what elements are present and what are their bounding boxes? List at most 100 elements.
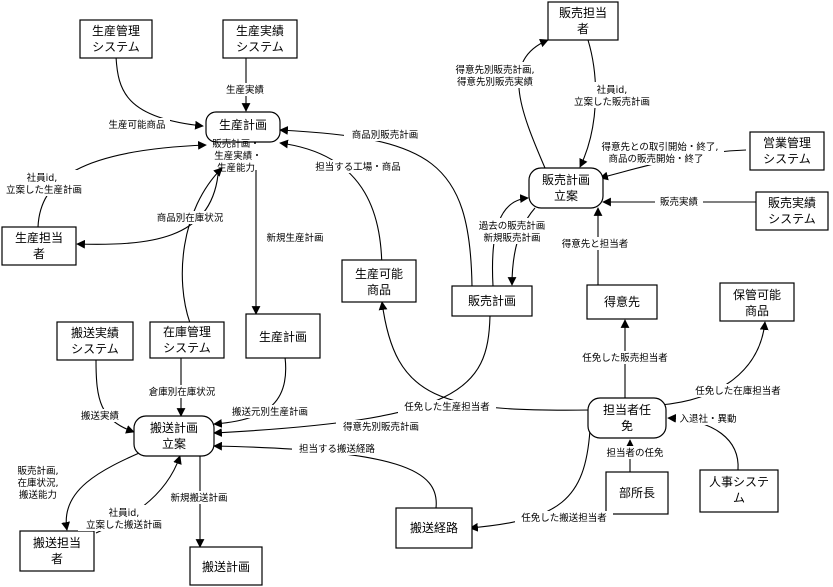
edge-hanbai-zaiko-nouryoku <box>61 449 147 531</box>
label-tantou-keiro: 担当する搬送経路 <box>292 442 382 455</box>
svg-text:社員id,: 社員id, <box>597 84 628 96</box>
label-shinki-hansou: 新規搬送計画 <box>164 491 234 504</box>
svg-text:生産実績: 生産実績 <box>236 23 284 38</box>
svg-text:販売実績: 販売実績 <box>660 196 699 208</box>
label-hanbai-zaiko-nouryoku: 販売計画, 在庫状況, 搬送能力 <box>10 463 66 501</box>
edge-tantou-keiro <box>213 441 437 509</box>
node-tantousha-ninmen-process: 担当者任 免 <box>587 397 667 439</box>
svg-text:社員id,: 社員id, <box>109 507 140 519</box>
node-hanbai-jisseki-system: 販売実績 システム <box>755 191 829 231</box>
svg-text:得意先との取引開始・終了,: 得意先との取引開始・終了, <box>602 141 719 153</box>
node-hansou-keiro-store: 搬送経路 <box>395 507 473 549</box>
node-jinji-system: 人事システ ム <box>699 469 779 513</box>
svg-text:生産担当: 生産担当 <box>15 230 63 245</box>
node-tokuisaki-store: 得意先 <box>586 284 658 320</box>
label-ninmei-hanbai: 任免した販売担当者 <box>578 351 672 364</box>
svg-text:担当者の任免: 担当者の任免 <box>606 447 664 459</box>
svg-text:任免した販売担当者: 任免した販売担当者 <box>582 352 668 364</box>
edge-hansou-jisseki <box>95 359 135 434</box>
svg-text:システム: システム <box>92 40 140 54</box>
svg-text:担当する工場・商品: 担当する工場・商品 <box>315 161 401 173</box>
svg-text:商品別販売計画: 商品別販売計画 <box>352 129 419 141</box>
svg-text:搬送実績: 搬送実績 <box>81 410 120 422</box>
node-hanbai-keikaku-rituan-process: 販売計画 立案 <box>528 167 604 209</box>
edge-seisan-kanou-shouhin <box>115 56 204 130</box>
node-seisan-tantousha: 生産担当 者 <box>1 226 77 266</box>
label-seisan-kanou-shouhin: 生産可能商品 <box>104 118 170 131</box>
edge-nyuutai <box>667 413 739 471</box>
svg-text:新規搬送計画: 新規搬送計画 <box>170 492 227 504</box>
svg-text:搬送計画: 搬送計画 <box>202 559 250 574</box>
label-hanbai-jisseki: 販売実績 <box>655 195 703 208</box>
svg-text:販売計画: 販売計画 <box>468 293 516 308</box>
label-tantou-ninmen: 担当者の任免 <box>600 446 670 459</box>
svg-text:社員id,: 社員id, <box>27 172 58 184</box>
svg-text:者: 者 <box>577 22 589 36</box>
svg-text:任免した生産担当者: 任免した生産担当者 <box>404 401 490 413</box>
node-hansou-jisseki-system: 搬送実績 システム <box>56 321 134 361</box>
svg-text:搬送担当: 搬送担当 <box>33 535 81 550</box>
label-ninmei-hansou: 任免した搬送担当者 <box>515 511 613 524</box>
label-hansou-moto: 搬送元別生産計画 <box>226 405 314 418</box>
node-seisan-kanou-shouhin-store: 生産可能 商品 <box>341 259 417 303</box>
node-hansou-tantousha: 搬送担当 者 <box>19 530 95 572</box>
svg-text:入退社・異動: 入退社・異動 <box>679 413 736 425</box>
edge-labels: 生産実績 生産可能商品 商品別販売計画 担当する工場・商品 社員id, 立案した… <box>0 62 786 531</box>
label-kako-shinki: 過去の販売計画 新規販売計画 <box>476 218 548 244</box>
svg-text:搬送実績: 搬送実績 <box>71 325 119 340</box>
svg-text:得意先: 得意先 <box>604 294 640 309</box>
svg-text:在庫状況,: 在庫状況, <box>17 477 58 489</box>
label-shouhin-betsu-hanbai: 商品別販売計画 <box>344 128 426 141</box>
svg-text:搬送能力: 搬送能力 <box>19 489 57 501</box>
svg-text:販売計画,: 販売計画, <box>17 465 58 477</box>
svg-text:任免した搬送担当者: 任免した搬送担当者 <box>521 512 607 524</box>
svg-text:搬送計画: 搬送計画 <box>150 420 198 435</box>
node-zaiko-kanri-system: 在庫管理 システム <box>149 321 225 359</box>
svg-text:生産実績・: 生産実績・ <box>214 150 262 162</box>
svg-text:新規販売計画: 新規販売計画 <box>483 232 540 244</box>
node-seisan-jisseki-system: 生産実績 システム <box>222 19 298 59</box>
svg-text:得意先別販売計画,: 得意先別販売計画, <box>455 64 534 76</box>
svg-text:過去の販売計画: 過去の販売計画 <box>479 220 546 232</box>
svg-text:保管可能: 保管可能 <box>733 287 781 302</box>
node-seisan-keikaku-process: 生産計画 販売計画・ 生産実績・ 生産能力 <box>205 111 281 174</box>
label-tokui-hanbai-keikaku: 得意先別販売計画 <box>336 420 426 433</box>
edge-tokui-hanbai-keikaku <box>213 315 491 437</box>
svg-text:商品: 商品 <box>367 282 391 297</box>
label-ninmei-seisan: 任免した生産担当者 <box>398 400 496 413</box>
svg-text:商品の販売開始・終了: 商品の販売開始・終了 <box>608 153 703 165</box>
svg-text:立案: 立案 <box>162 436 186 451</box>
label-seisan-jisseki: 生産実績 <box>221 83 269 96</box>
label-shain-hanbai: 社員id, 立案した販売計画 <box>566 82 656 108</box>
svg-text:立案した搬送計画: 立案した搬送計画 <box>86 519 162 531</box>
edge-tokui-hanbai <box>518 38 549 169</box>
label-souko-zaiko: 倉庫別在庫状況 <box>142 385 222 398</box>
svg-text:立案した生産計画: 立案した生産計画 <box>6 184 82 196</box>
label-nyuutai: 入退社・異動 <box>676 412 740 425</box>
svg-text:在庫管理: 在庫管理 <box>163 324 211 339</box>
label-tokui-hanbai: 得意先別販売計画, 得意先別販売実績 <box>448 62 542 88</box>
node-hanbai-keikaku-store: 販売計画 <box>451 285 533 317</box>
svg-text:立案した販売計画: 立案した販売計画 <box>574 96 650 108</box>
label-tokui-tantou: 得意先と担当者 <box>557 237 633 250</box>
svg-text:生産可能: 生産可能 <box>355 266 403 281</box>
svg-text:生産可能商品: 生産可能商品 <box>108 119 165 131</box>
svg-text:人事システ: 人事システ <box>709 475 769 489</box>
svg-text:生産計画: 生産計画 <box>259 329 307 344</box>
edge-ninmei-hokan <box>659 321 769 406</box>
svg-text:商品: 商品 <box>745 303 769 318</box>
svg-text:得意先別販売実績: 得意先別販売実績 <box>457 76 534 88</box>
svg-text:部所長: 部所長 <box>619 485 655 500</box>
svg-text:生産管理: 生産管理 <box>92 23 140 38</box>
edge-zaiko-to-seisan <box>181 167 223 324</box>
svg-text:立案: 立案 <box>554 188 578 203</box>
svg-text:得意先と担当者: 得意先と担当者 <box>562 238 629 250</box>
svg-text:者: 者 <box>33 247 45 261</box>
node-hokan-kanou-shouhin-store: 保管可能 商品 <box>719 282 795 322</box>
svg-text:搬送元別生産計画: 搬送元別生産計画 <box>232 406 308 418</box>
label-shain-seisan: 社員id, 立案した生産計画 <box>0 170 90 196</box>
node-hansou-keikaku-rituan-process: 搬送計画 立案 <box>133 415 215 457</box>
label-hansou-jisseki: 搬送実績 <box>76 409 124 422</box>
